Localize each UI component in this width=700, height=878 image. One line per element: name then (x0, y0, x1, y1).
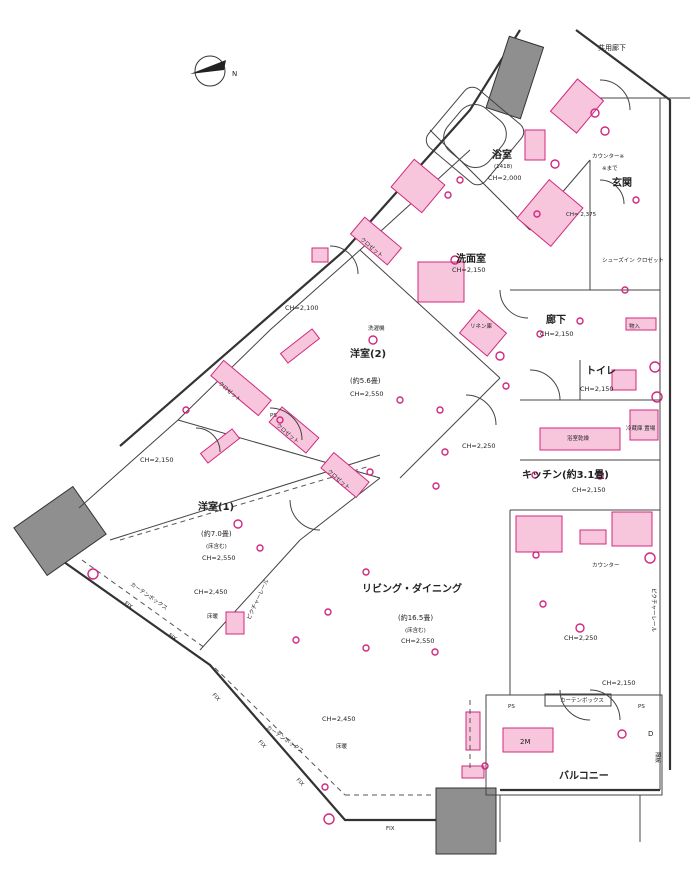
label-entrance-ch: CH= 2,375 (566, 212, 597, 218)
label-kitchen-ch: CH=2,150 (572, 486, 605, 494)
label-fix-1: FIX (123, 601, 134, 611)
structural-column (485, 35, 545, 120)
label-shared-corridor: 共用廊下 (598, 43, 626, 52)
label-wall-rail: ピクチャーレール (650, 588, 657, 632)
label-living-ch: CH=2,550 (401, 637, 434, 645)
label-linen: リネン庫 (470, 322, 493, 330)
label-western1-size: (約7.0畳) (201, 529, 232, 538)
label-western1-ch: CH=2,550 (202, 554, 235, 562)
label-western1: 洋室(1) (198, 500, 234, 513)
ceiling-lines (81, 465, 435, 796)
label-living-size: (約16.5畳) (398, 613, 433, 622)
structural-column (13, 485, 107, 577)
label-ps-3: PS (638, 704, 645, 710)
label-fix-5: FIX (295, 777, 305, 788)
label-living: リビング・ダイニング (362, 582, 462, 595)
label-ps-1: PS (270, 413, 277, 419)
label-curtain-box-3: カーテンボックス (129, 580, 170, 612)
label-toilet: トイレ (586, 365, 616, 377)
label-toilet-ch: CH=2,150 (580, 385, 613, 393)
label-ch-2150-balcony: CH=2,150 (602, 679, 635, 687)
label-storage: 物入 (629, 322, 641, 330)
label-entrance: 玄関 (612, 176, 632, 189)
label-fridge: 冷蔵庫 置場 (626, 424, 656, 432)
label-shoe-closet: シューズイン クロゼット (602, 256, 664, 264)
label-2m: 2M (520, 738, 531, 746)
label-washroom: 洗面室 (456, 252, 486, 265)
label-d: D (648, 730, 653, 738)
label-fix-2: FIX (167, 633, 178, 643)
compass: N (190, 55, 237, 87)
balcony-area (485, 694, 663, 796)
label-washer: 洗濯機 (368, 324, 385, 332)
label-hallway: 廊下 (546, 313, 566, 326)
label-fix-4: FIX (257, 739, 267, 750)
label-kitchen: キッチン(約3.1畳) (522, 468, 609, 481)
label-bath-ch: CH=2,000 (488, 174, 521, 182)
label-hallway-ch: CH=2,150 (540, 330, 573, 338)
label-counter: カウンター (592, 561, 620, 569)
svg-text:N: N (232, 70, 237, 78)
label-kitchen-area-ch: CH=2,250 (564, 634, 597, 642)
fixtures (199, 78, 659, 779)
label-floor-heat: 床暖 (207, 612, 219, 620)
label-western1-ch-left: CH=2,150 (140, 456, 173, 464)
label-western2-ch: CH=2,550 (350, 390, 383, 398)
label-washroom-ch: CH=2,150 (452, 266, 485, 274)
label-counter-note: カウンター※ (592, 152, 625, 160)
label-fix-6: FIX (386, 826, 395, 832)
label-floor-heat-2: 床暖 (336, 742, 348, 750)
curtain-box-frame (544, 693, 612, 707)
label-wall-rail-2: ピクチャーレール (245, 578, 270, 621)
outlets (87, 108, 663, 825)
label-curtain-box: カーテンボックス (560, 696, 604, 704)
label-balcony: バルコニー (559, 770, 609, 782)
label-western2-ch-top: CH=2,100 (285, 304, 318, 312)
label-partition: 隔板 (654, 752, 662, 764)
label-bath: 浴室 (492, 148, 512, 161)
label-fix-3: FIX (211, 692, 221, 703)
label-ch-2450b: CH=2,450 (322, 715, 355, 723)
label-western2: 洋室(2) (350, 347, 386, 360)
label-bath-size: (1418) (494, 164, 512, 170)
label-ps-2: PS (508, 704, 515, 710)
structural-column (435, 787, 497, 855)
label-ch-2450: CH=2,450 (194, 588, 227, 596)
bathtub (425, 86, 525, 186)
label-counter-note2: ※まで (602, 165, 618, 172)
label-living-note: (床含む) (405, 626, 426, 634)
label-living-ch2: CH=2,250 (462, 442, 495, 450)
label-western2-size: (約5.6畳) (350, 376, 381, 385)
label-western1-note: (床含む) (206, 542, 227, 550)
doors (195, 79, 631, 721)
label-bath-dry: 浴室乾燥 (567, 434, 590, 442)
